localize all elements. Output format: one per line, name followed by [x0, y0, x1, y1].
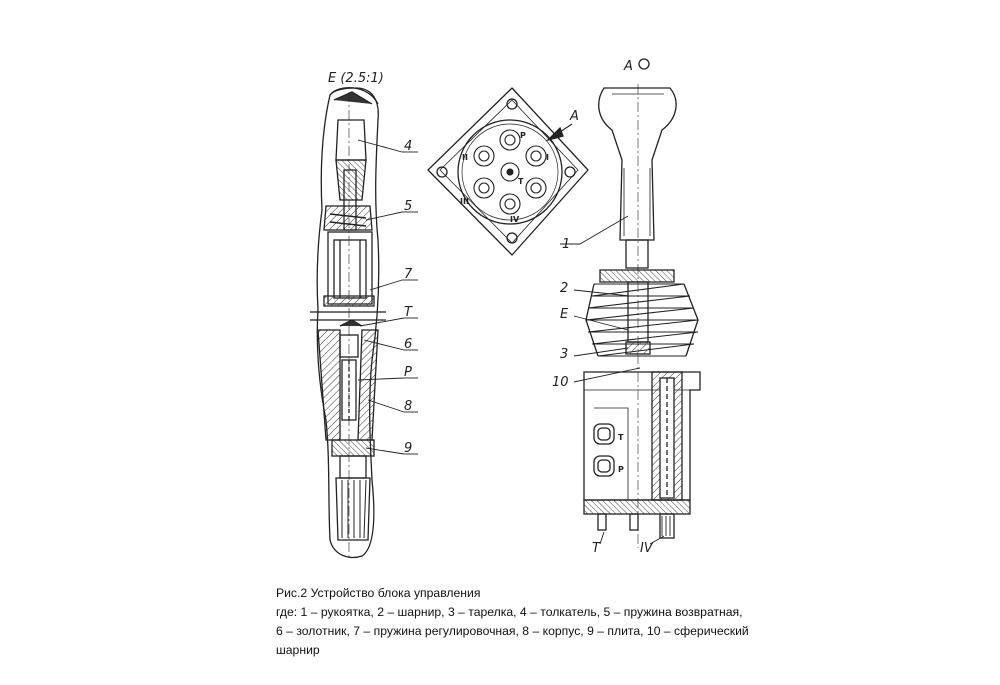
callout-10: 10 — [552, 375, 569, 390]
callout-4: 4 — [404, 139, 412, 154]
callout-1: 1 — [562, 237, 570, 252]
port-iv: IV — [510, 215, 520, 224]
callout-t-right: T — [592, 541, 601, 556]
section-view-e — [310, 86, 418, 560]
port-ii: II — [462, 153, 468, 162]
callout-6: 6 — [404, 337, 412, 352]
arrow-a-label: A — [569, 109, 579, 124]
body-mark-p: P — [618, 465, 624, 474]
callout-9: 9 — [404, 441, 412, 456]
caption-line-2: 6 – золотник, 7 – пружина регулировочная… — [276, 624, 749, 638]
callout-3: 3 — [560, 347, 568, 362]
callout-e: E — [560, 307, 569, 322]
callout-t-left: T — [404, 305, 413, 320]
callout-2: 2 — [560, 281, 568, 296]
port-t: T — [518, 177, 524, 186]
callout-p-left: P — [404, 365, 412, 380]
port-i: I — [546, 153, 549, 162]
callout-5: 5 — [404, 199, 412, 214]
caption-line-3: шарнир — [276, 643, 320, 657]
callout-iv: IV — [640, 541, 654, 556]
callout-7: 7 — [404, 267, 413, 282]
plate-top-view — [427, 87, 589, 256]
caption-line-1: где: 1 – рукоятка, 2 – шарнир, 3 – тарел… — [276, 605, 743, 619]
view-a-label: A — [623, 59, 633, 74]
view-e-label: E (2.5:1) — [328, 71, 384, 86]
body-mark-t: T — [618, 433, 624, 442]
port-p: P — [520, 131, 526, 140]
assembly-side-view — [560, 58, 701, 548]
callout-8: 8 — [404, 399, 412, 414]
caption-title: Рис.2 Устройство блока управления — [276, 586, 481, 600]
port-iii: III — [460, 197, 469, 206]
figure-caption: Рис.2 Устройство блока управления где: 1… — [276, 584, 796, 660]
